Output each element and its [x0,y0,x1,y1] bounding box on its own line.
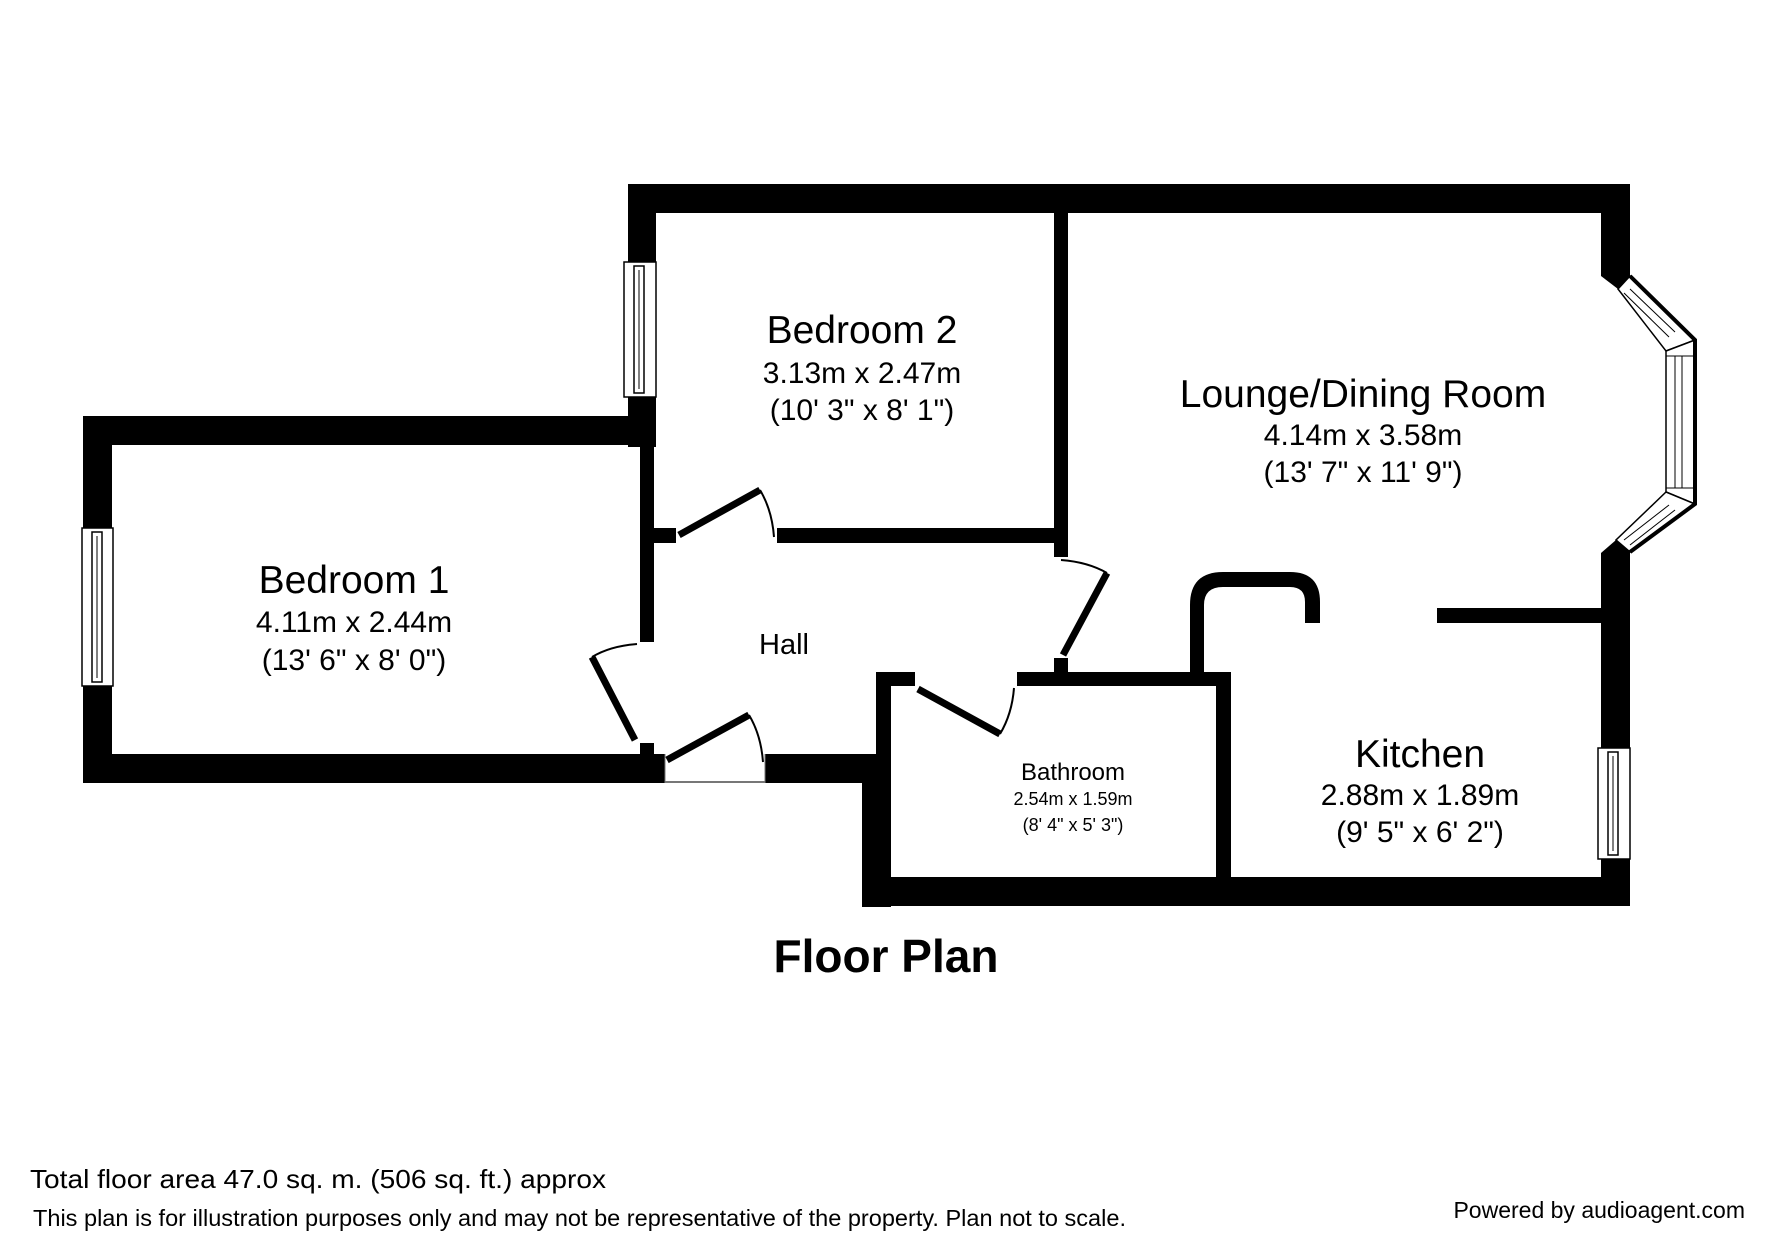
wall-bathroom-kitchen [1216,672,1231,878]
disclaimer: This plan is for illustration purposes o… [33,1205,1126,1231]
door-bedroom2 [677,486,775,539]
window-bedroom2 [623,261,657,398]
room-dim-imperial: (13' 6" x 8' 0") [262,644,447,677]
room-dim-imperial: (9' 5" x 6' 2") [1336,816,1504,849]
wall-bedroom2-bottom-stub [653,528,676,543]
room-lounge-label: Lounge/Dining Room 4.14m x 3.58m (13' 7"… [1180,373,1546,489]
room-dim-metric: 4.11m x 2.44m [256,606,452,639]
wall-right-upper [1601,184,1630,289]
wall-bedroom2-left-upper [628,184,656,262]
room-name: Bathroom [1021,759,1125,786]
room-name: Hall [759,629,809,661]
wall-bathroom-top-right [1017,672,1231,686]
doors [588,486,1111,783]
room-name: Lounge/Dining Room [1180,373,1546,416]
door-bedroom1 [588,643,639,742]
room-bedroom2-label: Bedroom 2 3.13m x 2.47m (10' 3" x 8' 1") [763,309,961,427]
bay-window-lounge [1614,274,1697,554]
powered-by: Powered by audioagent.com [1453,1197,1745,1223]
room-name: Bedroom 2 [767,309,958,352]
wall-bedroom1-left-upper [83,416,112,528]
room-kitchen-label: Kitchen 2.88m x 1.89m (9' 5" x 6' 2") [1321,733,1519,849]
room-bedroom1-label: Bedroom 1 4.11m x 2.44m (13' 6" x 8' 0") [256,559,452,677]
wall-right-lower [1601,540,1630,748]
walls [83,184,1630,907]
plan-title: Floor Plan [774,930,999,982]
room-dim-imperial: (8' 4" x 5' 3") [1023,815,1124,835]
wall-bedroom1-bottom [83,754,665,783]
kitchen-counter [1190,572,1320,672]
wall-bedroom1-top [83,416,656,445]
wall-lounge-door-stub [1054,658,1068,674]
room-dim-metric: 2.54m x 1.59m [1013,789,1132,809]
window-kitchen [1597,747,1631,860]
room-hall-label: Hall [759,629,809,661]
wall-bedroom2-lounge [1054,184,1068,557]
wall-top [628,184,1630,213]
room-name: Bedroom 1 [259,559,450,602]
door-entrance [664,711,766,783]
total-floor-area: Total floor area 47.0 sq. m. (506 sq. ft… [30,1164,606,1194]
wall-bottom [862,877,1630,906]
room-dim-imperial: (10' 3" x 8' 1") [770,394,955,427]
room-name: Kitchen [1355,733,1485,776]
room-dim-metric: 3.13m x 2.47m [763,357,961,390]
windows [81,261,1697,860]
door-lounge [1059,559,1111,657]
wall-bedroom2-bottom [777,528,1068,543]
wall-stub-bedroom1-door [640,743,654,755]
wall-right-bottom [1601,859,1630,906]
window-bedroom1 [81,527,114,687]
wall-kitchen-partition [1437,608,1601,623]
wall-hall-left [640,416,654,642]
room-dim-metric: 4.14m x 3.58m [1264,419,1462,452]
room-dim-metric: 2.88m x 1.89m [1321,779,1519,812]
room-dim-imperial: (13' 7" x 11' 9") [1264,456,1463,489]
room-bathroom-label: Bathroom 2.54m x 1.59m (8' 4" x 5' 3") [1013,759,1132,835]
door-bathroom [916,685,1015,738]
